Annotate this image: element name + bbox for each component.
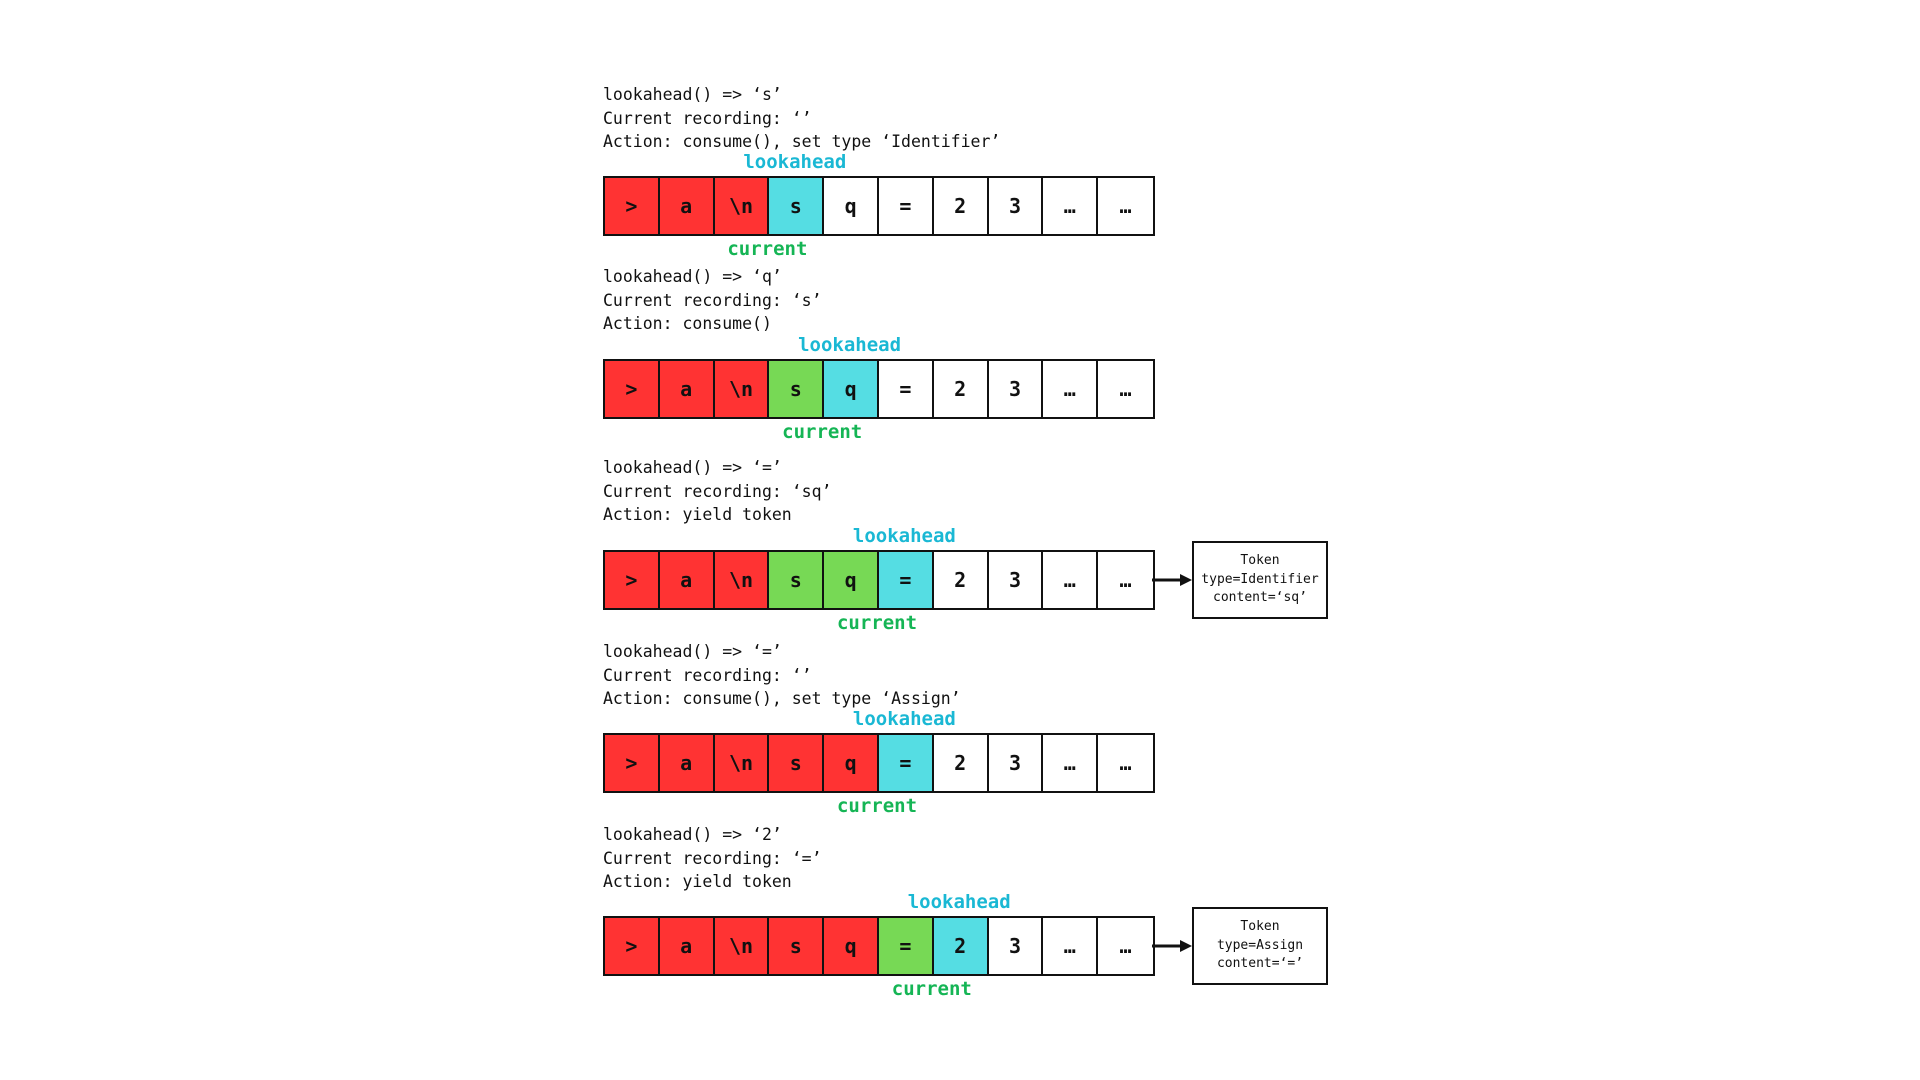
description-line: Current recording: ‘=’ <box>603 848 822 868</box>
description-line: Action: consume(), set type ‘Assign’ <box>603 689 961 708</box>
step-description: lookahead() => ‘s’ Current recording: ‘’ A… <box>603 83 1000 154</box>
tape-cell-consumed: > <box>605 552 660 608</box>
tape-cell-recording: s <box>769 552 825 608</box>
tape-cell-empty: … <box>1043 178 1099 234</box>
tape-cell-empty: … <box>1098 735 1153 791</box>
tape-cell-empty: 3 <box>988 552 1044 608</box>
step-description: lookahead() => ‘q’ Current recording: ‘s’… <box>603 265 822 336</box>
description-line: Current recording: ‘’ <box>603 665 812 685</box>
step-description: lookahead() => ‘=’ Current recording: ‘’ A… <box>603 640 961 711</box>
tape-cell-empty: … <box>1043 918 1099 974</box>
tape-cell-empty: … <box>1098 361 1153 417</box>
tape-cell-lookahead: s <box>769 178 825 234</box>
token-line: content=‘=’ <box>1216 956 1304 972</box>
tape-cell-empty: q <box>824 178 879 234</box>
tape-cell-consumed: a <box>659 735 715 791</box>
tape-cell-empty: 3 <box>988 178 1044 234</box>
tape-cell-consumed: q <box>824 918 879 974</box>
tape-cell-empty: = <box>878 361 934 417</box>
tape-cell-empty: … <box>1098 918 1153 974</box>
description-line: lookahead() => ‘s’ <box>603 85 782 104</box>
tape-cell-consumed: a <box>659 552 715 608</box>
tape-cell-consumed: \n <box>714 918 770 974</box>
description-line: Action: consume() <box>603 314 772 333</box>
tape-cell-consumed: > <box>605 361 660 417</box>
current-label: current <box>782 421 863 443</box>
step-description: lookahead() => ‘2’ Current recording: ‘=’… <box>603 823 822 894</box>
lookahead-label: lookahead <box>852 708 956 730</box>
tape-cell-consumed: \n <box>714 552 770 608</box>
tape-cell-empty: … <box>1098 178 1153 234</box>
tape-cell-empty: 2 <box>933 552 989 608</box>
current-label: current <box>727 238 808 260</box>
description-line: Action: yield token <box>603 872 792 891</box>
current-label: current <box>891 978 972 1000</box>
token-line: Token <box>1240 553 1280 569</box>
tape-cell-empty: 2 <box>933 178 989 234</box>
lookahead-label: lookahead <box>743 151 847 173</box>
tape-cell-consumed: \n <box>714 735 770 791</box>
tape-cell-consumed: > <box>605 918 660 974</box>
tape-cell-empty: … <box>1043 552 1099 608</box>
tape-cell-consumed: q <box>824 735 879 791</box>
token-line: Token <box>1240 919 1280 935</box>
tape-cell-empty: … <box>1043 735 1099 791</box>
token-box: Token type=Identifier content=‘sq’ <box>1192 541 1328 619</box>
tape-cell-recording: = <box>878 918 934 974</box>
tape-cell-consumed: a <box>659 178 715 234</box>
step-description: lookahead() => ‘=’ Current recording: ‘sq… <box>603 456 831 527</box>
tape-cell-consumed: > <box>605 178 660 234</box>
description-line: Current recording: ‘’ <box>603 108 812 128</box>
tape-cell-consumed: \n <box>714 178 770 234</box>
lookahead-label: lookahead <box>907 891 1011 913</box>
yield-arrow-icon <box>1152 940 1192 952</box>
tape-cell-empty: = <box>878 178 934 234</box>
tape-cell-empty: … <box>1043 361 1099 417</box>
tape-cell-consumed: > <box>605 735 660 791</box>
tape-cell-empty: 2 <box>933 735 989 791</box>
yield-arrow-icon <box>1152 574 1192 586</box>
tape-cell-empty: 3 <box>988 361 1044 417</box>
description-line: Action: yield token <box>603 505 792 524</box>
description-line: Current recording: ‘s’ <box>603 290 822 310</box>
tape-cell-consumed: s <box>769 735 825 791</box>
current-label: current <box>836 612 918 634</box>
tape-cell-empty: 3 <box>988 918 1044 974</box>
tape-cell-lookahead: = <box>878 735 934 791</box>
description-line: lookahead() => ‘q’ <box>603 267 782 286</box>
tape-cell-recording: s <box>769 361 825 417</box>
tape-cell-recording: q <box>824 552 879 608</box>
tape-cell-consumed: a <box>659 918 715 974</box>
current-label: current <box>836 795 918 817</box>
tape-cell-lookahead: q <box>824 361 879 417</box>
tape-cell-lookahead: 2 <box>933 918 989 974</box>
tape-cell-empty: 2 <box>933 361 989 417</box>
description-line: Action: consume(), set type ‘Identifier’ <box>603 132 1001 151</box>
token-line: type=Identifier <box>1201 571 1319 587</box>
token-line: content=‘sq’ <box>1213 590 1307 606</box>
lookahead-label: lookahead <box>798 334 902 356</box>
tape-cell-lookahead: = <box>878 552 934 608</box>
tape-cell-consumed: \n <box>714 361 770 417</box>
token-line: type=Assign <box>1216 937 1304 953</box>
tape-cell-empty: … <box>1098 552 1153 608</box>
tape-cell-consumed: s <box>769 918 825 974</box>
tape-cell-consumed: a <box>659 361 715 417</box>
description-line: lookahead() => ‘=’ <box>603 458 782 477</box>
description-line: lookahead() => ‘2’ <box>603 825 782 844</box>
description-line: lookahead() => ‘=’ <box>603 642 782 661</box>
token-box: Token type=Assign content=‘=’ <box>1192 907 1328 985</box>
tape-cell-empty: 3 <box>988 735 1044 791</box>
description-line: Current recording: ‘sq’ <box>603 481 832 501</box>
lookahead-label: lookahead <box>852 525 956 547</box>
